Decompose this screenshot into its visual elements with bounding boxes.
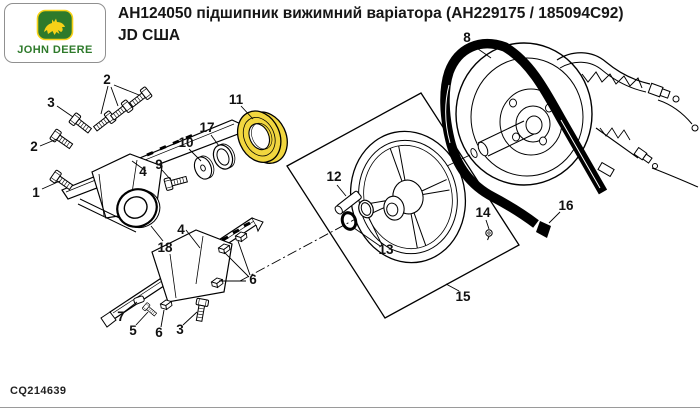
callout-12: 12 bbox=[326, 169, 341, 184]
centerline bbox=[239, 207, 377, 282]
deer-icon bbox=[36, 9, 74, 41]
callout-10: 10 bbox=[178, 135, 193, 150]
callout-16: 16 bbox=[558, 198, 574, 213]
part-10-washer bbox=[193, 155, 215, 180]
part-11-release-bearing-highlighted bbox=[236, 110, 288, 164]
callout-17: 17 bbox=[199, 120, 214, 135]
leader-lines bbox=[39, 43, 561, 328]
callout-15: 15 bbox=[455, 289, 471, 304]
drive-pulley-disc bbox=[446, 42, 593, 186]
callout-6b: 6 bbox=[249, 272, 257, 287]
callout-9: 9 bbox=[155, 157, 163, 172]
callout-4b: 4 bbox=[177, 222, 185, 237]
callout-3a: 3 bbox=[47, 95, 55, 110]
callout-18: 18 bbox=[157, 240, 173, 255]
callout-5: 5 bbox=[129, 323, 137, 338]
variator-sheave bbox=[349, 130, 467, 264]
page-title-line1: AH124050 підшипник вижимний варіатора (A… bbox=[118, 5, 624, 22]
page-title-line2: JD США bbox=[118, 27, 181, 44]
callout-2b: 2 bbox=[103, 72, 111, 87]
part-12-pin bbox=[334, 190, 362, 215]
callout-2a: 2 bbox=[30, 139, 38, 154]
callout-6a: 6 bbox=[155, 325, 163, 340]
pulley-shaft bbox=[477, 120, 535, 157]
part-18-ring bbox=[116, 188, 161, 229]
part-17-race bbox=[212, 143, 236, 170]
part-14-screw bbox=[485, 229, 493, 241]
tension-linkage bbox=[556, 52, 699, 188]
leaping-deer-glyph bbox=[44, 18, 65, 35]
callout-11: 11 bbox=[229, 92, 244, 107]
john-deere-logo: JOHN DEERE bbox=[4, 3, 106, 63]
bolt-part-3-top bbox=[68, 111, 94, 137]
callout-13: 13 bbox=[378, 242, 394, 257]
brand-text: JOHN DEERE bbox=[17, 44, 93, 56]
document-code: CQ214639 bbox=[10, 385, 67, 397]
callouts: 1 2 2 3 3 4 4 5 6 6 7 8 9 10 11 12 13 14… bbox=[30, 30, 574, 340]
callout-8: 8 bbox=[463, 30, 471, 45]
bolt-part-3-bottom bbox=[192, 297, 210, 323]
part-13-ring-a bbox=[340, 211, 358, 231]
callout-4a: 4 bbox=[139, 164, 147, 179]
part-13-ring-b bbox=[358, 199, 374, 219]
part-8-belt bbox=[440, 39, 608, 238]
callout-1: 1 bbox=[32, 185, 40, 200]
bolt-part-2-left bbox=[49, 128, 75, 152]
callout-7: 7 bbox=[117, 309, 125, 324]
callout-3b: 3 bbox=[176, 322, 184, 337]
belt-cut-end bbox=[536, 221, 551, 238]
callout-14: 14 bbox=[475, 205, 491, 220]
